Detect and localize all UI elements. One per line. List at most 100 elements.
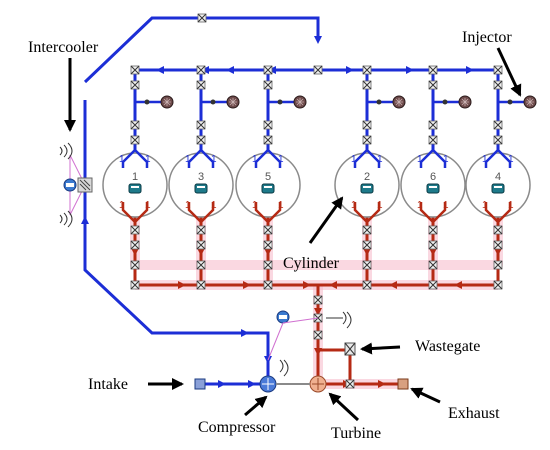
junction-marker <box>263 135 273 145</box>
compressor-arrow <box>244 395 268 417</box>
injector-arrow <box>496 47 522 97</box>
junction-marker <box>428 135 438 145</box>
junction-marker <box>362 135 372 145</box>
cylinder-number: 4 <box>495 171 501 183</box>
intake-port-label: 1 <box>482 154 488 165</box>
cylinder-label: Cylinder <box>283 255 340 272</box>
junction-marker <box>493 65 503 75</box>
junction-marker <box>362 225 372 235</box>
intake-port-label: 1 <box>351 154 357 165</box>
junction-marker <box>313 330 323 340</box>
exhaust-port-label: 1 <box>119 200 125 211</box>
exhaust-port-label: 1 <box>145 200 151 211</box>
junction-marker <box>130 135 140 145</box>
injector-2 <box>367 95 406 109</box>
junction-marker <box>493 225 503 235</box>
injector-row <box>135 95 537 109</box>
piston-icon <box>426 183 440 194</box>
intake-port-label: 1 <box>508 154 514 165</box>
piston-icon <box>360 183 374 194</box>
injector-4 <box>498 95 537 109</box>
junction-marker <box>428 80 438 90</box>
cylinder-number: 3 <box>198 171 204 183</box>
junction-marker <box>263 225 273 235</box>
piston-icon <box>261 183 275 194</box>
junction-marker <box>362 240 372 250</box>
junction-marker <box>362 280 372 290</box>
junction-marker <box>493 80 503 90</box>
intake-label: Intake <box>88 376 128 393</box>
junction-marker <box>493 260 503 270</box>
exhaust-port-label: 1 <box>482 200 488 211</box>
junction-marker <box>362 260 372 270</box>
junction-marker <box>130 225 140 235</box>
junction-marker <box>197 13 207 23</box>
intake-port-label: 1 <box>252 154 258 165</box>
junction-marker <box>493 280 503 290</box>
junction-marker <box>428 240 438 250</box>
junction-marker <box>196 260 206 270</box>
exhaust-port-label: 1 <box>211 200 217 211</box>
junction-marker <box>263 80 273 90</box>
junction-marker <box>196 240 206 250</box>
intake-port-label: 1 <box>417 154 423 165</box>
junction-marker <box>130 260 140 270</box>
exhaust-port-label: 1 <box>508 200 514 211</box>
cylinder-arrow <box>308 196 344 244</box>
junction-marker <box>313 295 323 305</box>
intake-inlet <box>194 378 206 390</box>
junction-marker <box>196 135 206 145</box>
junction-marker <box>428 280 438 290</box>
exhaust-port-label: 1 <box>252 200 258 211</box>
exhaust-arrow <box>410 387 441 404</box>
intake-port-label: 1 <box>278 154 284 165</box>
junction-marker <box>493 135 503 145</box>
intake-port-label: 1 <box>377 154 383 165</box>
injector-5 <box>268 95 307 109</box>
turbine-label: Turbine <box>331 425 381 442</box>
cylinder-number: 6 <box>430 171 436 183</box>
injector-label: Injector <box>462 29 512 46</box>
junction-marker <box>130 80 140 90</box>
intake-port-label: 1 <box>211 154 217 165</box>
exhaust-outlet <box>397 378 409 390</box>
intake-port-label: 1 <box>119 154 125 165</box>
exhaust-port-label: 1 <box>351 200 357 211</box>
junction-marker <box>428 225 438 235</box>
wastegate-arrow <box>360 342 401 355</box>
junction-marker <box>428 65 438 75</box>
intake-port-label: 1 <box>145 154 151 165</box>
junction-marker <box>196 120 206 130</box>
junction-marker <box>313 65 323 75</box>
exhaust-label: Exhaust <box>448 405 500 422</box>
intercooler-block <box>59 142 93 228</box>
intercooler-sensor-icon <box>59 142 73 228</box>
exhaust-port-label: 1 <box>443 200 449 211</box>
junction-marker <box>263 120 273 130</box>
junction-marker <box>362 65 372 75</box>
junction-marker <box>130 120 140 130</box>
junction-marker <box>196 225 206 235</box>
junction-marker <box>130 240 140 250</box>
junction-marker <box>130 280 140 290</box>
exhaust-port-label: 1 <box>185 200 191 211</box>
junction-marker <box>493 240 503 250</box>
intake-port-label: 1 <box>443 154 449 165</box>
junction-marker <box>493 120 503 130</box>
junction-markers <box>130 13 503 389</box>
junction-marker <box>428 120 438 130</box>
cylinder-number: 5 <box>265 171 271 183</box>
intake-port-label: 1 <box>185 154 191 165</box>
piston-icon <box>194 183 208 194</box>
exhaust-port-label: 1 <box>417 200 423 211</box>
cylinder-number: 1 <box>132 171 138 183</box>
junction-marker <box>263 280 273 290</box>
cylinder-number: 2 <box>364 171 370 183</box>
